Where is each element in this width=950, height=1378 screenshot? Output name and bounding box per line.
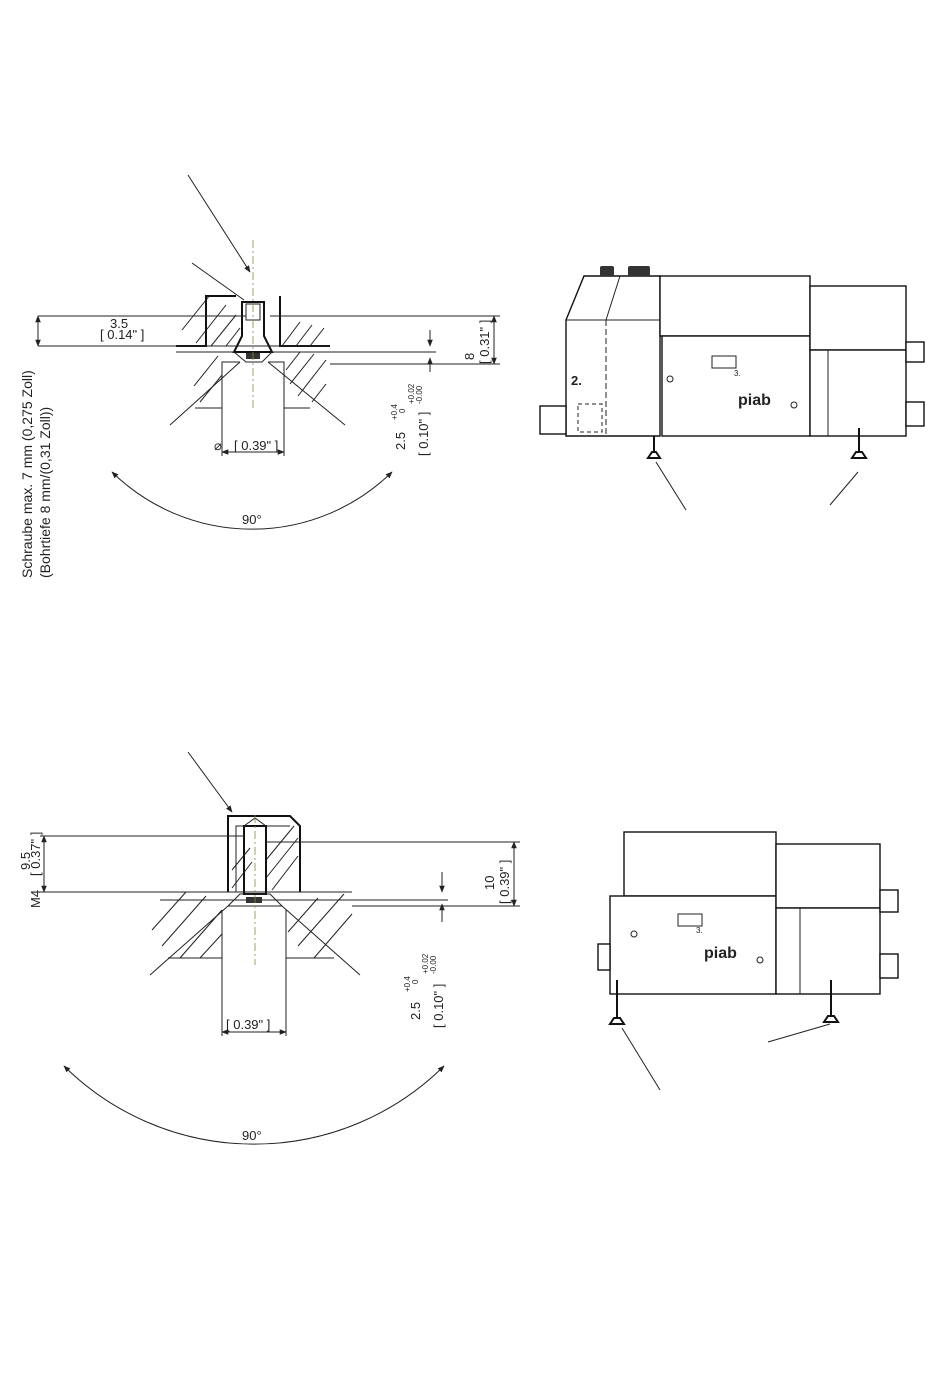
dim-top-hole-depth-inch: [ 0.31" ] [477,320,492,364]
unit-bottom-label-3: 3. [696,926,703,935]
dim-bottom-diameter-inch: [ 0.39" ] [226,1017,270,1032]
dim-top-diameter-symbol: ⌀ [214,438,222,453]
unit-top-label-2: 2. [571,373,582,388]
unit-top-brand: piab [738,392,771,409]
dim-top-recess-value: 2.5 [393,432,408,450]
dim-bottom-recess-value: 2.5 [408,1002,423,1020]
dim-bottom-thread-inch: [ 0.37" ] [28,832,43,876]
unit-top-label-3: 3. [734,369,741,378]
dim-top-diameter-inch: [ 0.39" ] [234,438,278,453]
dim-bottom-recess-inch: [ 0.10" ] [431,984,446,1028]
detail-bottom-section: 9.5 [ 0.37" ] M4 10 [ 0.39" ] 2.5 +0.4 0… [18,752,520,1144]
dim-bottom-recess-tol-lower: 0 [411,979,420,984]
dim-bottom-recess-inch-tol-lower: -0.00 [429,955,438,974]
unit-bottom: 3. piab [598,832,898,1090]
detail-top-section: 3.5 [ 0.14" ] 8 [ 0.31" ] 2.5 +0.4 0 [ 0… [38,175,500,529]
dim-top-depth-inch: [ 0.14" ] [100,327,144,342]
dim-bottom-angle: 90° [242,1128,262,1143]
hatch-lower-band [194,352,326,402]
dim-top-angle: 90° [242,512,262,527]
unit-top: 3. 2. piab [540,266,924,510]
side-note-line2: (Bohrtiefe 8 mm/(0,31 Zoll)) [37,407,53,578]
dim-top-recess-tol-lower: 0 [398,408,407,413]
dim-bottom-thread-size: M4 [28,890,43,908]
dim-bottom-depth-inch: [ 0.39" ] [497,860,512,904]
unit-bottom-brand: piab [704,945,737,962]
dim-top-recess-inch: [ 0.10" ] [416,412,431,456]
dim-top-recess-inch-tol-lower: -0.00 [415,385,424,404]
dim-bottom-depth-value: 10 [482,876,497,890]
side-note: Schraube max. 7 mm (0,275 Zoll) (Bohrtie… [19,370,53,578]
dim-top-hole-depth-value: 8 [462,353,477,360]
side-note-line1: Schraube max. 7 mm (0,275 Zoll) [19,370,35,578]
